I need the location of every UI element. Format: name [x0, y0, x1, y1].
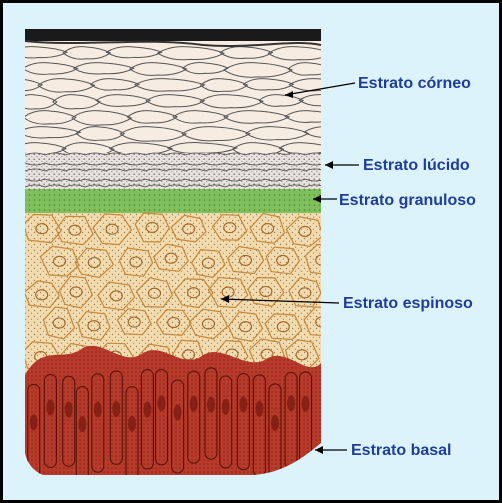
skin-surface-band	[25, 29, 321, 41]
basale-nucleus	[239, 396, 247, 412]
basale-nucleus	[65, 402, 73, 418]
basale-nucleus	[222, 399, 230, 415]
basale-nucleus	[158, 395, 166, 411]
basale-nucleus	[302, 396, 310, 412]
stratum-lucidum-texture	[25, 153, 321, 193]
basale-nucleus	[190, 396, 198, 412]
basale-nucleus	[112, 401, 120, 417]
basale-nucleus	[255, 401, 263, 417]
stratum-granulosum-texture	[25, 189, 321, 215]
tissue-layers	[3, 31, 361, 488]
basale-nucleus	[271, 415, 279, 431]
label-stratum-spinosum: Estrato espinoso	[343, 295, 473, 312]
label-stratum-granulosum: Estrato granuloso	[339, 192, 476, 209]
basale-nucleus	[143, 402, 151, 418]
label-stratum-corneum: Estrato córneo	[358, 75, 471, 92]
basale-nucleus	[207, 397, 215, 413]
basale-nucleus	[94, 401, 102, 417]
pointer-basale-arrowhead	[315, 446, 323, 454]
label-stratum-lucidum: Estrato lúcido	[363, 157, 470, 174]
basale-nucleus	[78, 416, 86, 432]
pointer-lucidum-arrowhead	[325, 161, 333, 169]
basale-nucleus	[287, 395, 295, 411]
label-stratum-basale: Estrato basal	[351, 442, 451, 459]
basale-nucleus	[128, 416, 136, 432]
basale-nucleus	[30, 414, 38, 430]
basale-nucleus	[46, 400, 54, 416]
epidermis-diagram: Estrato córneo Estrato lúcido Estrato gr…	[3, 3, 499, 500]
basale-nucleus	[174, 405, 182, 421]
